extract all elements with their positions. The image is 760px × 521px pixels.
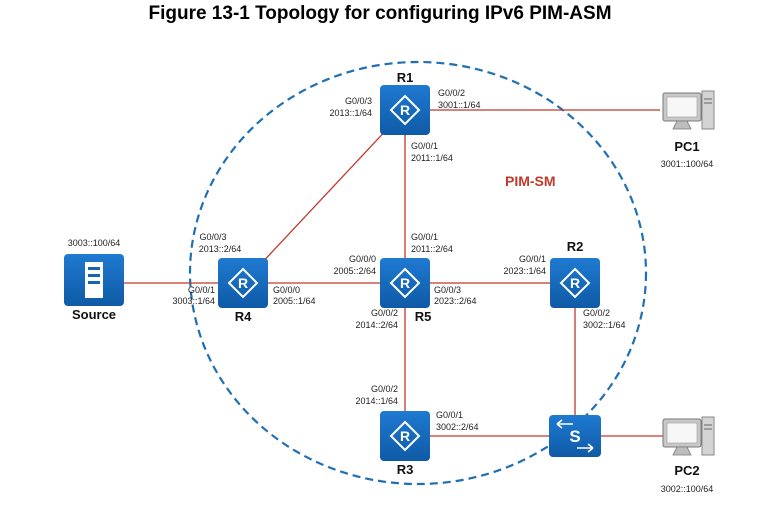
r1-g003-ip: 2013::1/64 (329, 108, 372, 118)
r5-g001-ip: 2011::2/64 (411, 244, 453, 254)
pim-domain-boundary (188, 60, 648, 486)
pc2-device[interactable] (662, 416, 715, 456)
r1-g002-port: G0/0/2 (438, 88, 465, 98)
svg-text:R: R (400, 428, 410, 444)
r4-g000-port: G0/0/0 (273, 285, 300, 295)
svg-text:R: R (400, 102, 410, 118)
r5-g003-port: G0/0/3 (434, 285, 461, 295)
r5-g000-ip: 2005::2/64 (333, 266, 376, 276)
r3-name: R3 (397, 462, 414, 477)
r4-name: R4 (235, 309, 252, 324)
r5-g002-ip: 2014::2/64 (355, 320, 398, 330)
switch-device[interactable]: S (549, 415, 601, 457)
r1-g001-ip: 2011::1/64 (411, 153, 453, 163)
r2-g001-port: G0/0/1 (519, 254, 546, 264)
r5-g001-port: G0/0/1 (411, 232, 438, 242)
pc-icon (662, 90, 715, 130)
figure-title: Figure 13-1 Topology for configuring IPv… (148, 3, 612, 24)
r3-g002-port: G0/0/2 (371, 384, 398, 394)
r1-g001-port: G0/0/1 (411, 141, 438, 151)
r1-g002-ip: 3001::1/64 (438, 100, 481, 110)
r5-g000-port: G0/0/0 (349, 254, 376, 264)
r5-g002-port: G0/0/2 (371, 308, 398, 318)
router-r3[interactable]: R (380, 411, 430, 461)
r4-g003-ip: 2013::2/64 (199, 244, 242, 254)
router-icon (380, 411, 430, 461)
pc1-name: PC1 (674, 139, 699, 154)
r5-g003-ip: 2023::2/64 (434, 296, 477, 306)
r1-g003-port: G0/0/3 (345, 96, 372, 106)
r2-g002-port: G0/0/2 (583, 308, 610, 318)
r5-name: R5 (415, 309, 432, 324)
pc1-device[interactable] (662, 90, 715, 130)
router-icon (550, 258, 600, 308)
router-r1[interactable]: R (380, 85, 430, 135)
router-r2[interactable]: R (550, 258, 600, 308)
r4-g001-ip: 3003::1/64 (172, 296, 215, 306)
pc-icon (662, 416, 715, 456)
r4-g000-ip: 2005::1/64 (273, 296, 316, 306)
r1-name: R1 (397, 70, 414, 85)
pc2-address: 3002::100/64 (661, 484, 714, 494)
r2-g001-ip: 2023::1/64 (503, 266, 546, 276)
pim-domain-label: PIM-SM (505, 173, 556, 189)
pc2-name: PC2 (674, 463, 699, 478)
router-icon (218, 258, 268, 308)
svg-text:R: R (400, 275, 410, 291)
link-r1-r4 (242, 109, 406, 284)
router-icon (380, 258, 430, 308)
svg-text:R: R (570, 275, 580, 291)
source-address: 3003::100/64 (68, 238, 121, 248)
r3-g001-ip: 3002::2/64 (436, 422, 479, 432)
source-server[interactable] (64, 254, 124, 306)
r2-name: R2 (567, 239, 584, 254)
r3-g001-port: G0/0/1 (436, 410, 463, 420)
r3-g002-ip: 2014::1/64 (355, 396, 398, 406)
switch-icon (549, 415, 601, 457)
r4-g001-port: G0/0/1 (188, 285, 215, 295)
router-r4[interactable]: R (218, 258, 268, 308)
pc1-address: 3001::100/64 (661, 159, 714, 169)
source-name: Source (72, 307, 116, 322)
r4-g003-port: G0/0/3 (199, 232, 226, 242)
svg-text:R: R (238, 275, 248, 291)
router-r5[interactable]: R (380, 258, 430, 308)
router-icon (380, 85, 430, 135)
r2-g002-ip: 3002::1/64 (583, 320, 626, 330)
svg-text:S: S (569, 427, 580, 446)
